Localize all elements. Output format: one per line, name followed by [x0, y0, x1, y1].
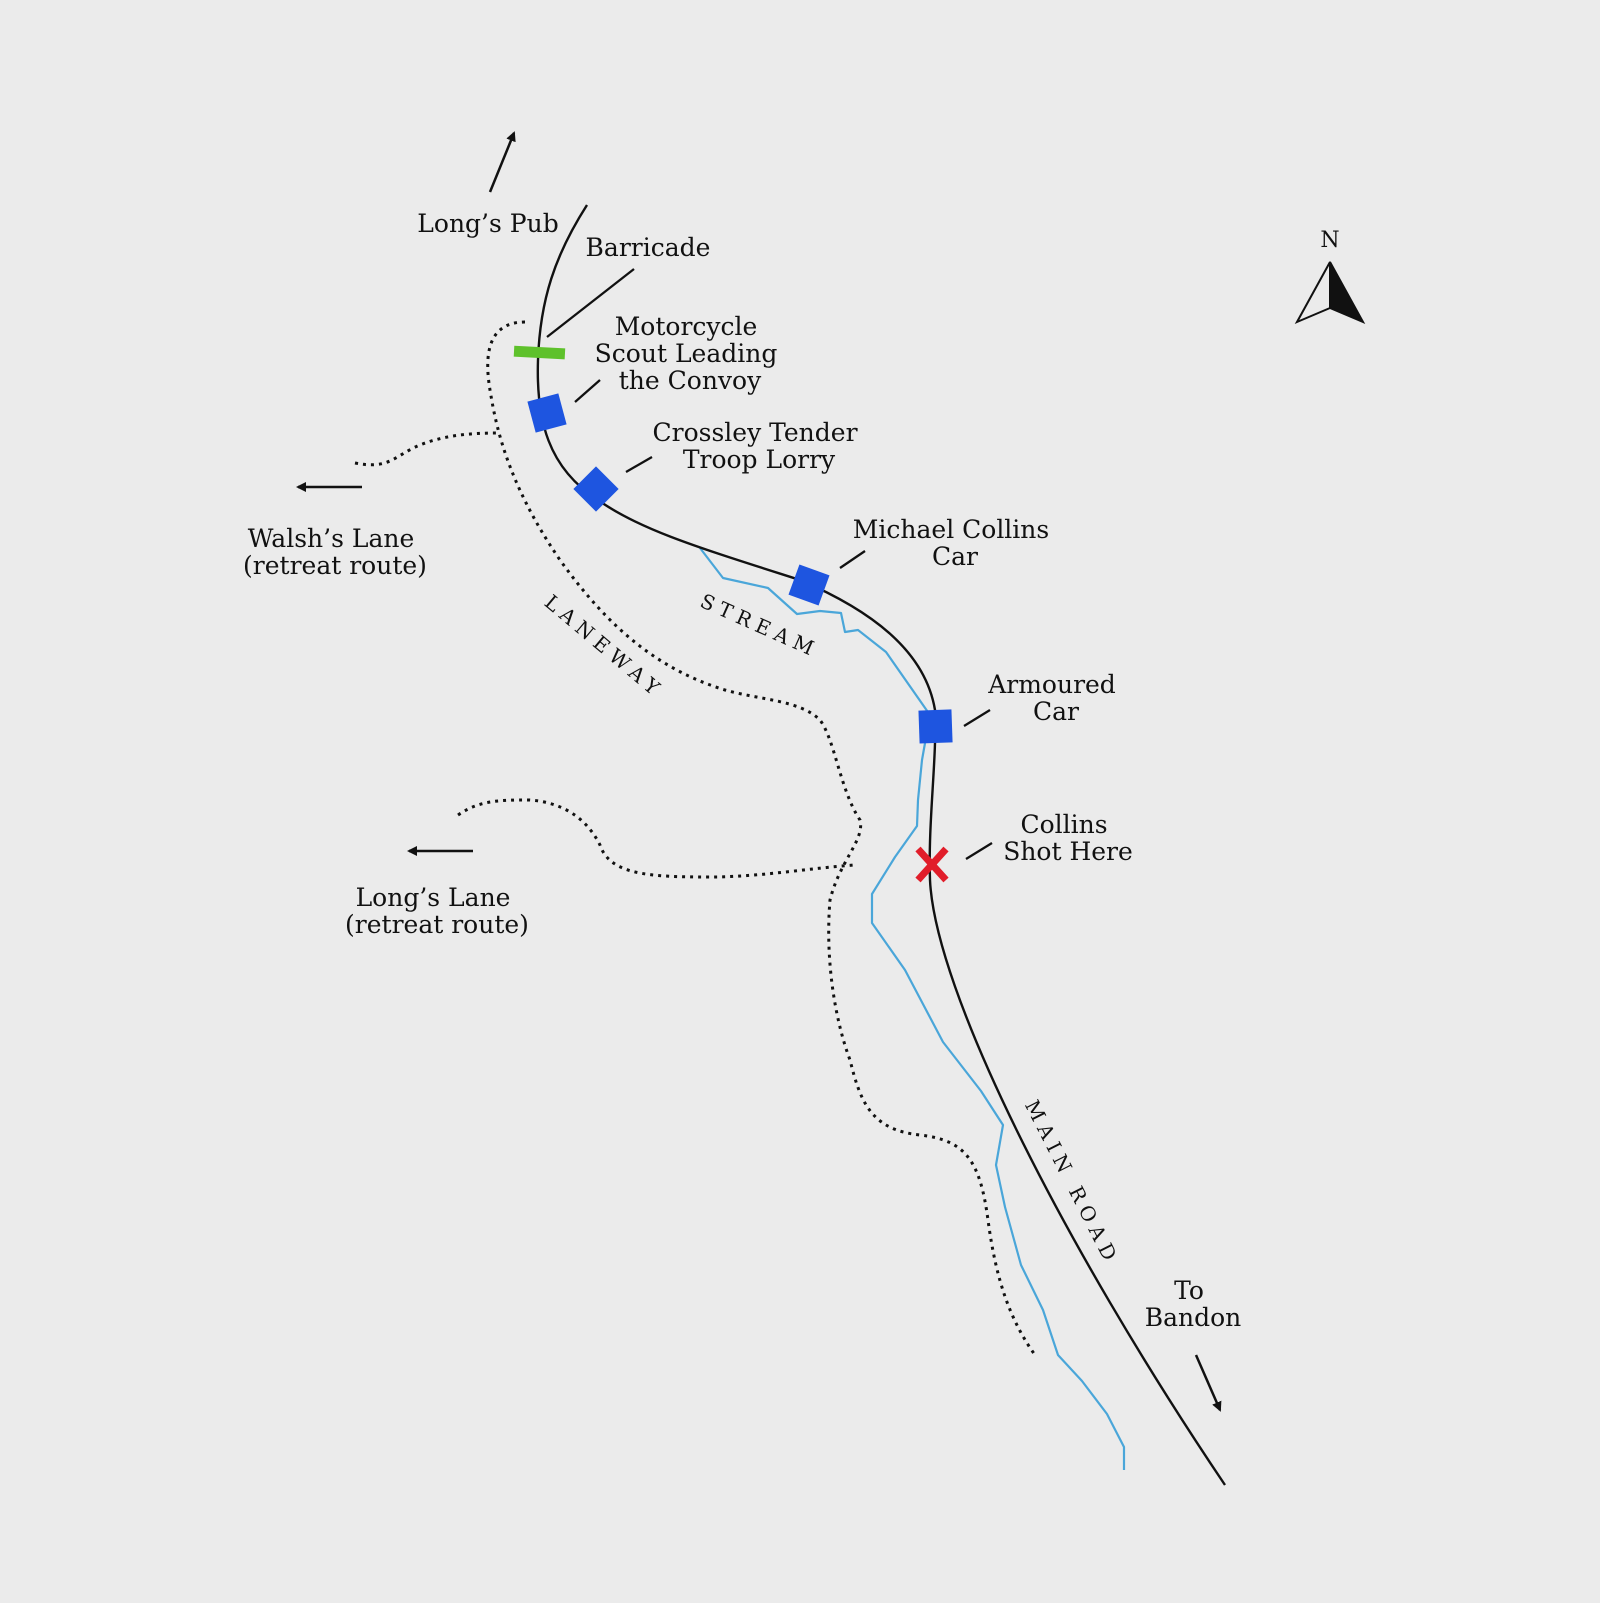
to-bandon-line-2: Bandon: [1145, 1303, 1242, 1332]
longs-pub-line: Long’s Pub: [417, 209, 558, 238]
barricade-line-1: Barricade: [586, 233, 711, 262]
walshs-lane-line-1: Walsh’s Lane: [248, 524, 414, 553]
barricade-leader: [546, 268, 635, 338]
crossley-line-2: Troop Lorry: [683, 445, 836, 474]
shot-line-1: Collins: [1020, 810, 1107, 839]
motorcycle-marker: [527, 393, 567, 433]
motorcycle-line-1: Motorcycle: [615, 312, 758, 341]
collins-car-label: Michael Collins Car: [853, 515, 1057, 571]
armoured-car-line-1: Armoured: [987, 670, 1116, 699]
shot-line-2: Shot Here: [1003, 837, 1133, 866]
barricade-label: Barricade: [586, 233, 711, 262]
walshs-lane-path: [354, 431, 501, 467]
collins-car-marker: [788, 564, 830, 606]
motorcycle-leader: [574, 379, 601, 403]
armoured-car-line-2: Car: [1033, 697, 1079, 726]
arrow-to-bandon: [1194, 1354, 1222, 1412]
arrow-to-longs-pub: [488, 131, 516, 193]
barricade-marker: [513, 345, 566, 360]
north-label: N: [1320, 228, 1339, 253]
crossley-label: Crossley Tender Troop Lorry: [653, 418, 866, 474]
armoured-car-marker: [918, 709, 953, 744]
north-arrow-icon: [1294, 261, 1366, 325]
main-road: [536, 204, 1226, 1486]
collins-car-line-1: Michael Collins: [853, 515, 1049, 544]
leader-lines: [546, 268, 993, 860]
crossley-leader: [625, 456, 653, 473]
longs-lane-path: [457, 798, 856, 879]
longs-pub-label: Long’s Pub: [417, 209, 558, 238]
motorcycle-line-3: the Convoy: [619, 366, 762, 395]
walshs-lane-line-2: (retreat route): [243, 551, 427, 580]
laneway-label: LANEWAY: [540, 590, 669, 704]
shot-leader: [965, 842, 993, 860]
main-road-label: MAIN ROAD: [1020, 1096, 1124, 1270]
to-bandon-label: To Bandon: [1145, 1276, 1242, 1332]
crossley-marker: [573, 466, 619, 512]
longs-lane-label: Long’s Lane (retreat route): [345, 883, 529, 939]
crossley-line-1: Crossley Tender: [653, 418, 858, 447]
shot-marker: [915, 846, 949, 883]
laneway-path: [486, 320, 1037, 1356]
collins-car-leader: [839, 550, 866, 569]
collins-car-line-2: Car: [932, 542, 978, 571]
armoured-car-label: Armoured Car: [987, 670, 1124, 726]
armoured-car-leader: [963, 709, 991, 727]
longs-lane-line-1: Long’s Lane: [356, 883, 511, 912]
stream-line: [699, 547, 1126, 1470]
motorcycle-line-2: Scout Leading: [595, 339, 778, 368]
shot-label: Collins Shot Here: [1003, 810, 1133, 866]
motorcycle-label: Motorcycle Scout Leading the Convoy: [595, 312, 786, 395]
walshs-lane-label: Walsh’s Lane (retreat route): [243, 524, 427, 580]
longs-lane-line-2: (retreat route): [345, 910, 529, 939]
to-bandon-line-1: To: [1174, 1276, 1204, 1305]
